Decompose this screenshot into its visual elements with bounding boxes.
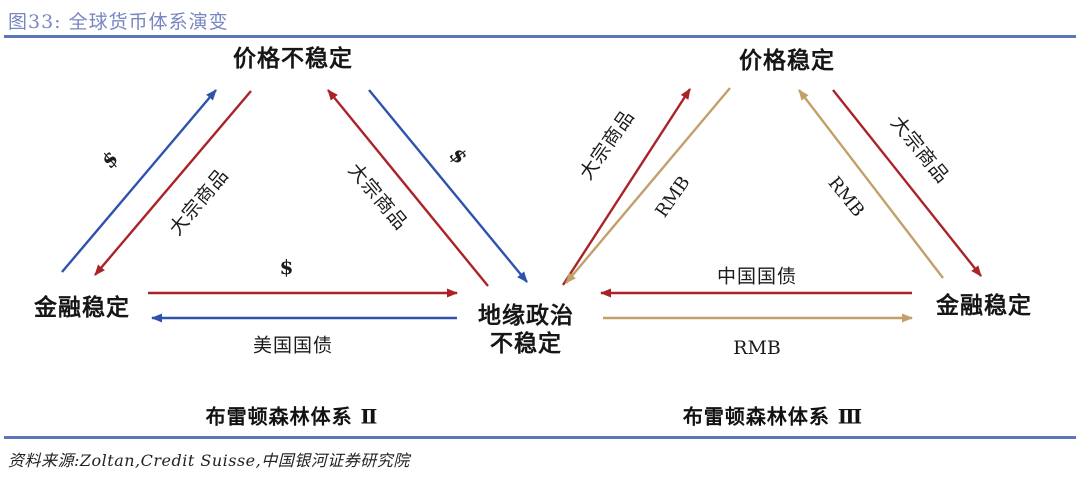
node-geopolitical-instability-line2: 不稳定 <box>490 330 562 357</box>
arrow-commodities-up-right-edge <box>327 89 489 287</box>
node-geopolitical-instability: 地缘政治 不稳定 <box>478 302 574 358</box>
arrow-usd-up-left-edge <box>61 89 217 273</box>
arrow-commodities-up-left-edge-right-triangle <box>561 88 692 286</box>
label-us-treasuries: 美国国债 <box>252 334 334 357</box>
node-price-stability: 价格稳定 <box>739 47 835 74</box>
node-financial-stability-right: 金融稳定 <box>936 292 1032 319</box>
arrow-commodities-down-left-edge <box>94 90 252 276</box>
arrow-rmb-up-right-edge-right-triangle <box>798 89 944 279</box>
arrow-commodities-down-right-edge-right-triangle <box>832 89 982 277</box>
caption-bretton-woods-2: 布雷顿森林体系 Ⅱ <box>205 404 379 429</box>
node-financial-stability-left: 金融稳定 <box>34 294 130 321</box>
label-cn-treasuries: 中国国债 <box>716 265 798 288</box>
node-geopolitical-instability-line1: 地缘政治 <box>478 302 574 329</box>
figure-title: 图33: 全球货币体系演变 <box>8 11 229 33</box>
caption-bretton-woods-3: 布雷顿森林体系 Ⅲ <box>682 404 864 429</box>
arrow-usd-down-right-edge <box>368 89 528 283</box>
arrow-rmb-down-left-edge-right-triangle <box>565 87 731 284</box>
top-rule <box>4 35 1076 38</box>
label-rmb-bottom-edge: RMB <box>733 337 781 359</box>
node-price-instability: 价格不稳定 <box>233 45 353 72</box>
bottom-rule <box>4 436 1076 439</box>
source-attribution: 资料来源:Zoltan,Credit Suisse,中国银河证券研究院 <box>8 451 410 470</box>
label-usd-bottom-edge: $ <box>279 255 295 279</box>
